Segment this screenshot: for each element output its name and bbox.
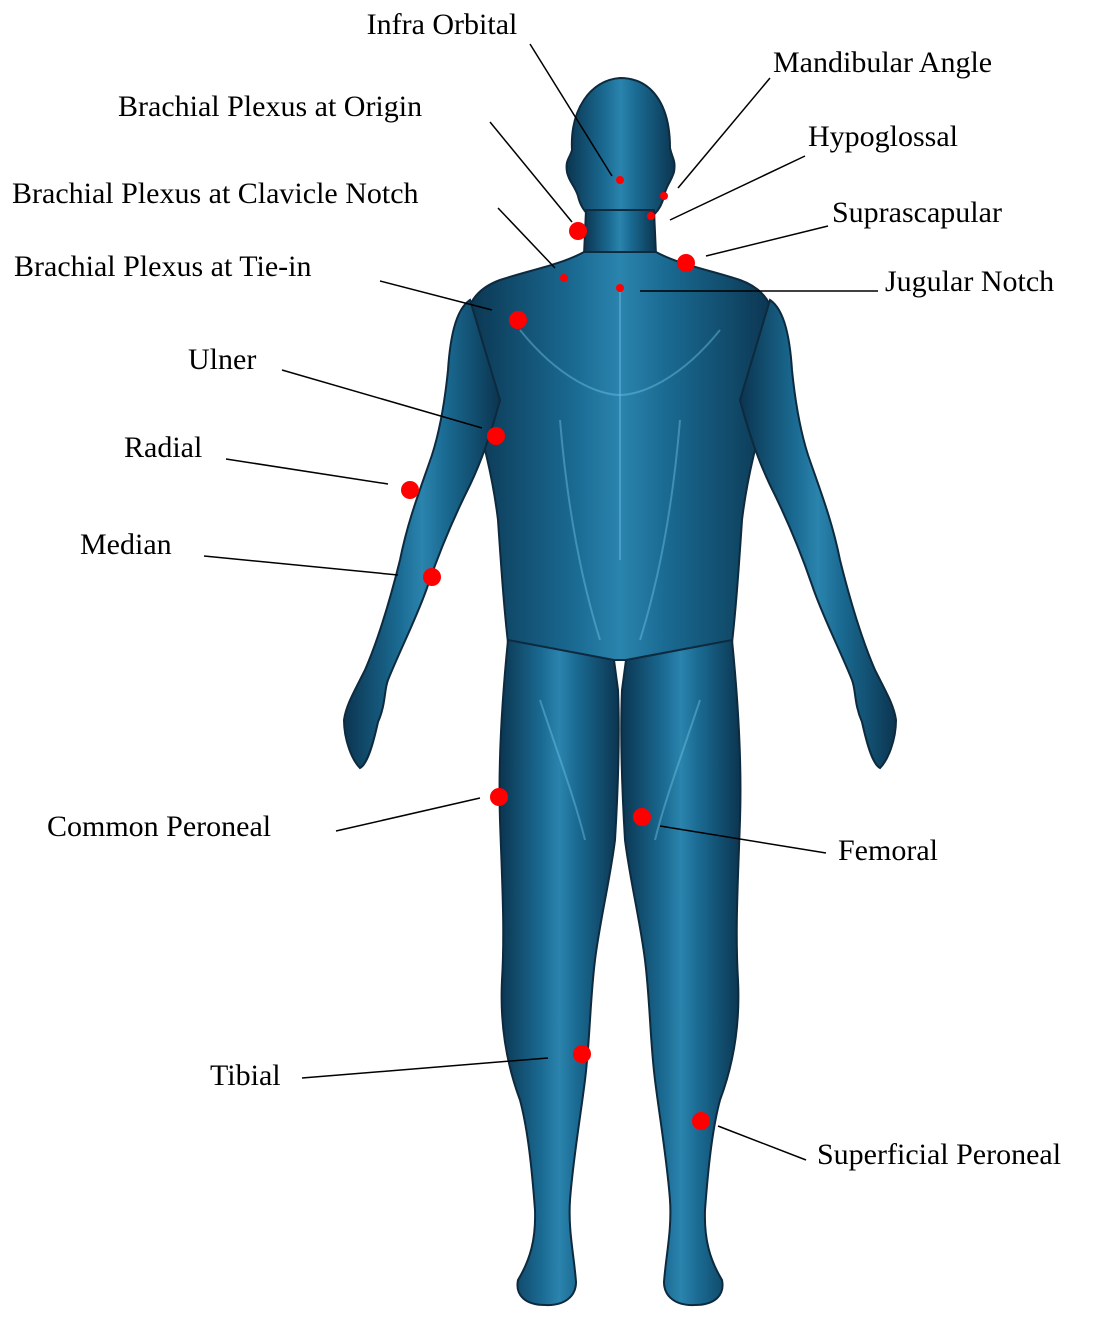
- point-hypoglossal: [647, 212, 655, 220]
- right-leg-shape: [621, 640, 740, 1305]
- leader-radial: [226, 459, 388, 484]
- label-suprascapular: Suprascapular: [832, 196, 1002, 229]
- right-arm-shape: [740, 300, 896, 768]
- label-brachial-plexus-clavicle-notch: Brachial Plexus at Clavicle Notch: [12, 177, 419, 210]
- neck-shape: [584, 210, 656, 255]
- label-tibial: Tibial: [210, 1059, 281, 1092]
- label-brachial-plexus-tie-in: Brachial Plexus at Tie-in: [14, 250, 311, 283]
- label-ulner: Ulner: [188, 343, 256, 376]
- label-hypoglossal: Hypoglossal: [808, 120, 958, 153]
- left-arm-shape: [344, 300, 500, 768]
- point-jugular-notch: [616, 284, 624, 292]
- point-superficial-peroneal: [692, 1112, 710, 1130]
- point-brachial-plexus-clavicle-notch: [560, 274, 568, 282]
- leader-brachial-plexus-origin: [490, 122, 572, 222]
- label-infra-orbital: Infra Orbital: [367, 8, 518, 41]
- label-common-peroneal: Common Peroneal: [47, 810, 271, 843]
- head-shape: [567, 78, 675, 227]
- leader-brachial-plexus-clavicle-notch: [498, 208, 555, 268]
- label-radial: Radial: [124, 431, 202, 464]
- left-leg-shape: [499, 640, 618, 1305]
- point-common-peroneal: [490, 788, 508, 806]
- leader-common-peroneal: [336, 798, 480, 831]
- label-brachial-plexus-origin: Brachial Plexus at Origin: [118, 90, 422, 123]
- leader-mandibular-angle: [678, 78, 770, 188]
- point-infra-orbital: [616, 176, 624, 184]
- leader-superficial-peroneal: [718, 1126, 806, 1160]
- point-tibial: [573, 1045, 591, 1063]
- point-ulner: [487, 427, 505, 445]
- point-radial: [401, 481, 419, 499]
- point-femoral: [633, 808, 651, 826]
- point-suprascapular: [677, 254, 695, 272]
- point-brachial-plexus-tie-in: [509, 311, 527, 329]
- human-body-figure: [344, 78, 896, 1305]
- point-median: [423, 568, 441, 586]
- label-femoral: Femoral: [838, 834, 938, 867]
- label-superficial-peroneal: Superficial Peroneal: [817, 1138, 1061, 1171]
- leader-median: [204, 556, 398, 575]
- leader-hypoglossal: [670, 156, 805, 220]
- label-jugular-notch: Jugular Notch: [885, 265, 1054, 298]
- point-brachial-plexus-origin: [569, 222, 587, 240]
- label-mandibular-angle: Mandibular Angle: [773, 46, 992, 79]
- label-median: Median: [80, 528, 172, 561]
- leader-suprascapular: [706, 226, 828, 256]
- point-mandibular-angle: [660, 192, 668, 200]
